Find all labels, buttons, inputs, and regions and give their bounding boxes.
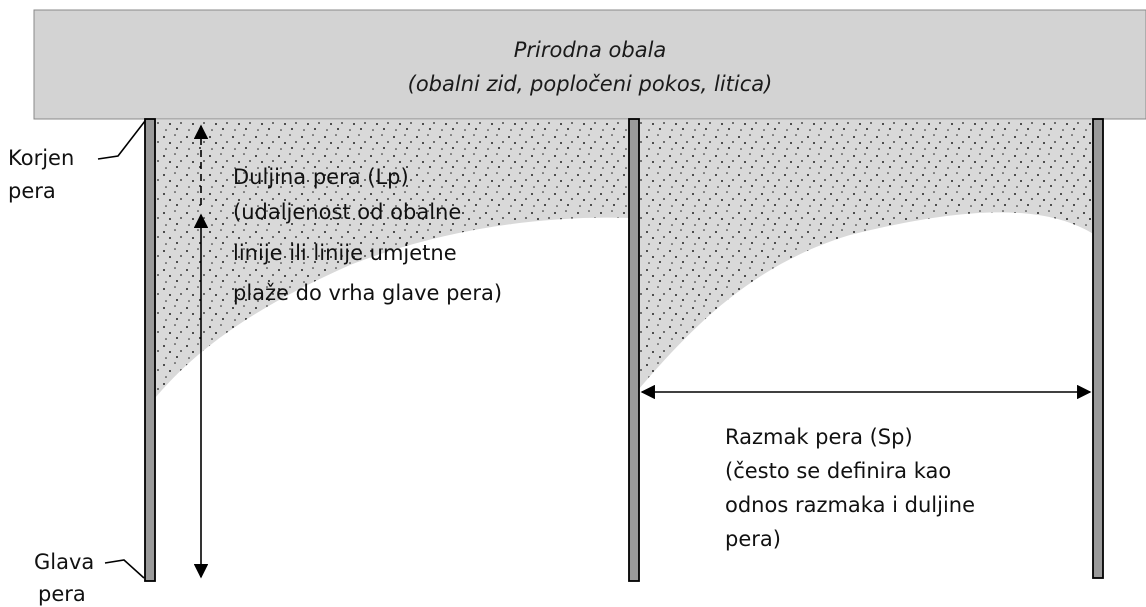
groyne-spacing-line1: Razmak pera (Sp) [725, 425, 913, 449]
head-leader-line [104, 559, 145, 579]
groyne-right [1092, 118, 1104, 579]
sand-deposit-right [638, 120, 1095, 390]
shore-subtitle: (obalni zid, popločeni pokos, litica) [408, 72, 773, 96]
groyne-length-line4: plaže do vrha glave pera) [233, 281, 502, 305]
groyne-spacing-line2: (često se definira kao [725, 459, 951, 483]
shore-title: Prirodna obala [514, 38, 667, 62]
root-label-line2: pera [8, 179, 56, 203]
groyne-length-line3: linije ili linije umjetne [233, 241, 457, 265]
head-label-line1: Glava [34, 550, 94, 574]
natural-shore-band [33, 9, 1146, 120]
root-leader-line [97, 120, 146, 160]
head-label-line2: pera [38, 582, 86, 606]
groyne-left [144, 118, 156, 582]
root-label-line1: Korjen [8, 146, 74, 170]
groyne-middle [628, 118, 640, 582]
groyne-spacing-line3: odnos razmaka i duljine [725, 493, 975, 517]
groyne-length-line1: Duljina pera (Lp) [233, 165, 409, 189]
groyne-spacing-line4: pera) [725, 527, 781, 551]
groyne-length-line2: (udaljenost od obalne [233, 200, 461, 224]
sand-deposit-left [155, 120, 630, 398]
